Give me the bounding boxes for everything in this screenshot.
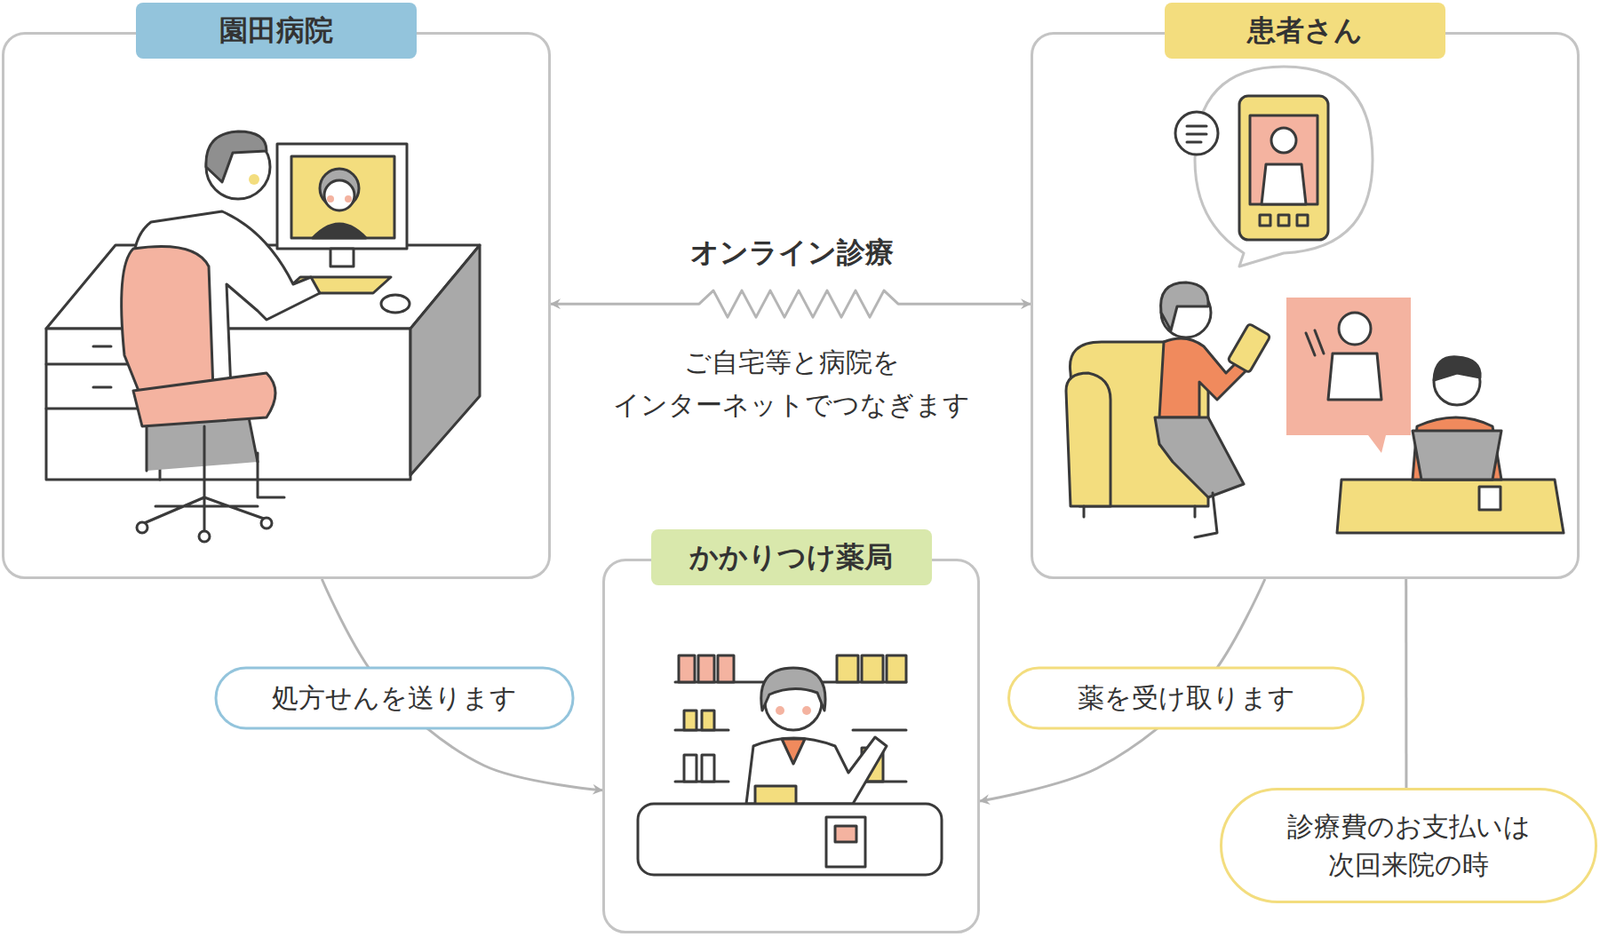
man-at-laptop (1337, 357, 1564, 534)
chair-drawing-part (203, 426, 207, 498)
sofa-drawing-part (1194, 506, 1197, 518)
man-at-laptop-part (1337, 479, 1564, 534)
monitor-drawing-part (324, 180, 355, 211)
sofa-drawing-part (1082, 506, 1086, 518)
woman-drawing (1154, 282, 1271, 538)
man-at-laptop-part (1433, 357, 1481, 381)
edge-pill-label: 薬を受け取ります (1007, 667, 1365, 731)
pharmacy-shelves-part (684, 755, 697, 782)
pharmacy-shelves-part (701, 710, 715, 731)
woman-drawing-part (1194, 493, 1218, 538)
heading-tab: かかりつけ薬局 (651, 529, 932, 586)
desk-drawing-part (410, 245, 480, 476)
doctor-drawing-part (248, 174, 260, 185)
woman-drawing-part (1154, 417, 1244, 498)
heading-tab: 園田病院 (135, 2, 417, 59)
hospital-box: 園田病院 (1, 31, 551, 580)
monitor-drawing-part (312, 223, 367, 239)
pharmacist-drawing-part (775, 706, 785, 716)
pharmacist-drawing-part (802, 706, 812, 716)
pharmacy-shelves-part (698, 655, 715, 683)
phone-bubble-part (1249, 115, 1318, 205)
monitor-drawing-part (326, 195, 335, 203)
doctor-drawing-part (206, 131, 267, 183)
pharmacy-shelves-part (717, 655, 734, 683)
payment-note: 診療費のお支払いは 次回来院の時 (1219, 788, 1598, 904)
pharmacy-shelves-part (678, 655, 695, 683)
woman-drawing-part (1161, 282, 1210, 331)
pharmacy-shelves-part (701, 755, 715, 782)
phone-bubble-part (1186, 141, 1202, 144)
chair-drawing-part (121, 246, 214, 401)
pharmacy-shelves-part (836, 655, 859, 683)
phone-bubble-part (1175, 111, 1218, 155)
monitor-drawing-part (291, 156, 395, 239)
pharmacy-counter-part (826, 817, 866, 868)
monitor-drawing-part (330, 248, 354, 267)
phone-bubble-part (1186, 133, 1207, 136)
pharmacy-shelves-part (886, 655, 907, 683)
monitor-drawing-part (277, 143, 407, 249)
note-label: ご自宅等と病院を インターネットでつなぎます (596, 341, 988, 427)
phone-bubble (1175, 66, 1373, 267)
chair-drawing-part (261, 517, 272, 529)
chair-drawing-part (133, 373, 276, 427)
desk-drawing-part (93, 386, 112, 390)
pharmacy-counter-part (835, 826, 857, 843)
pharmacy-counter-part (637, 803, 942, 876)
note-text: 診療費のお支払いは 次回来院の時 (1222, 807, 1595, 885)
phone-bubble-part (1297, 214, 1308, 226)
monitor-drawing-part (344, 195, 352, 203)
video-call-bubble-part (1338, 312, 1371, 345)
video-call-bubble-part (1328, 353, 1382, 400)
woman-drawing-part (1227, 323, 1271, 374)
edge-pill-label: 処方せんを送ります (214, 667, 575, 731)
edge-label: オンライン診療 (683, 231, 901, 275)
pharmacist-drawing-part (781, 739, 805, 765)
phone-bubble-part (1186, 125, 1207, 128)
chair-drawing-part (136, 522, 148, 534)
connector (1404, 579, 1408, 789)
connector (550, 290, 1031, 318)
man-at-laptop-part (1412, 430, 1502, 480)
video-call-bubble-part (1305, 330, 1324, 356)
phone-bubble-part (1239, 95, 1329, 240)
chair-drawing-part (142, 497, 267, 534)
pharmacy-counter (637, 803, 942, 876)
pharmacy-box: かかりつけ薬局 (602, 558, 980, 934)
phone-bubble-part (1278, 214, 1290, 226)
patient-box: 患者さん (1030, 31, 1580, 580)
video-call-bubble (1286, 297, 1411, 454)
pharmacist-drawing (746, 668, 887, 817)
phone-bubble-part (1259, 214, 1271, 226)
chair-drawing (121, 246, 276, 543)
pharmacy-shelves-part (852, 729, 907, 733)
pharmacist-drawing-part (761, 668, 826, 711)
man-at-laptop-part (1479, 486, 1501, 510)
heading-tab: 患者さん (1164, 2, 1446, 59)
man-at-laptop-part (1412, 417, 1502, 480)
desk-drawing-part (93, 345, 112, 349)
phone-bubble-part (1261, 164, 1306, 205)
pharmacy-shelves-part (684, 710, 697, 731)
sofa-drawing-part (1066, 373, 1111, 507)
pharmacy-shelves-part (861, 655, 884, 683)
phone-bubble-part (1271, 127, 1297, 153)
illustration-part (46, 66, 1564, 876)
doctor-drawing-part (257, 453, 285, 498)
desk-drawing-part (381, 294, 410, 313)
phone-bubble-part (1194, 66, 1373, 267)
monitor-drawing (277, 143, 407, 267)
chair-drawing-part (199, 531, 210, 542)
video-call-bubble-part (1286, 297, 1411, 454)
